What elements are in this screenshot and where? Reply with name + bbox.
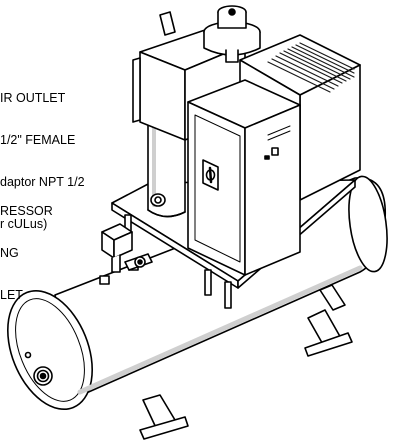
- air-outlet-line-4: r cULus): [0, 217, 48, 231]
- pressure-gauge-icon: [101, 223, 133, 273]
- air-outlet-line-3: daptor NPT 1/2: [0, 175, 85, 189]
- compressor-line-2: NG: [0, 246, 19, 260]
- compressor-line-1: RESSOR: [0, 204, 53, 218]
- tank-foot-rear: [319, 284, 346, 311]
- compressor-callout: RESSOR NG LET: [0, 176, 53, 330]
- status-indicator: [264, 147, 279, 160]
- electrical-cabinet: [187, 79, 301, 276]
- tank-foot-front-right: [304, 309, 353, 357]
- air-outlet-line-1: IR OUTLET: [0, 91, 66, 105]
- cooler-fins: [267, 42, 355, 93]
- outlet-valve: [124, 253, 153, 271]
- rotary-isolator-switch-icon: [202, 159, 219, 191]
- tank-foot-front-left: [139, 394, 189, 440]
- air-outlet-line-2: 1/2" FEMALE: [0, 133, 76, 147]
- intake-filter-assembly: [203, 5, 261, 63]
- compressor-line-3: LET: [0, 288, 23, 302]
- inspection-port: [24, 351, 32, 359]
- drain-port-icon: [33, 366, 53, 386]
- air-outlet-callout: IR OUTLET 1/2" FEMALE daptor NPT 1/2 r c…: [0, 63, 85, 259]
